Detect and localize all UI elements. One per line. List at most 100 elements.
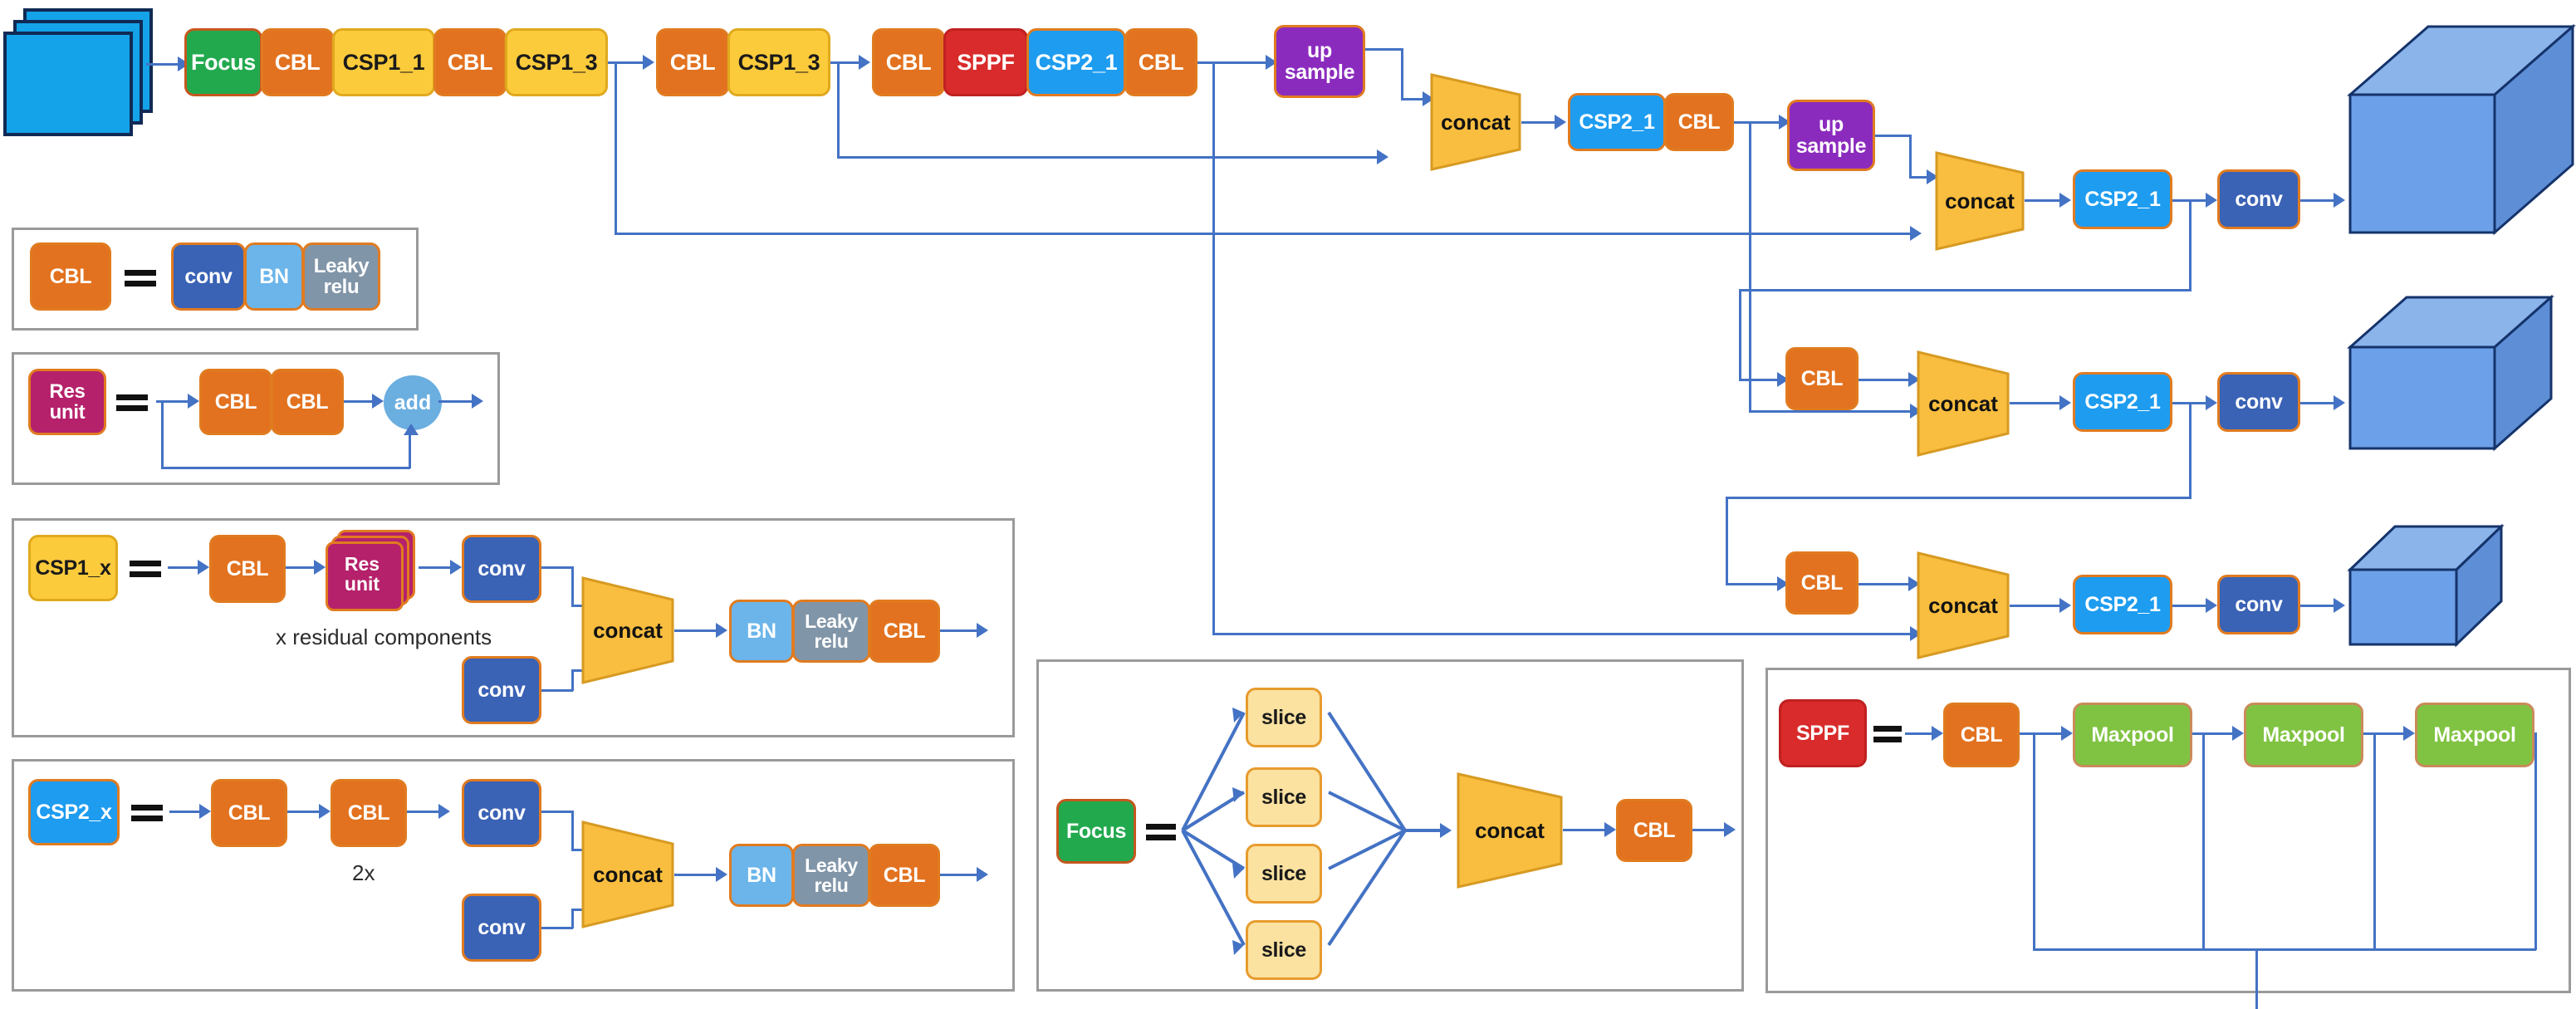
neck-csp2-1-d[interactable]: CSP2_1 (2073, 575, 2172, 634)
arrowhead-convc-to-output2 (2334, 395, 2345, 410)
legend-csp1-conv-bottom[interactable]: conv (462, 656, 541, 724)
legend-focus-slice-2[interactable]: slice (1246, 767, 1322, 827)
arrowhead-sppf-in (1932, 726, 1943, 741)
neck-upsample-1[interactable]: up sample (1274, 25, 1365, 98)
line-cbl5-to-upsample1 (1197, 61, 1267, 64)
legend-csp1-key[interactable]: CSP1_x (28, 535, 118, 601)
line-sppf-bus (2033, 948, 2536, 951)
neck-cbl-d[interactable]: CBL (1785, 551, 1859, 615)
neck-conv-c[interactable]: conv (2217, 372, 2300, 432)
backbone-block-cbl-1[interactable]: CBL (261, 28, 334, 96)
legend-sppf-maxpool-2[interactable]: Maxpool (2244, 703, 2363, 767)
backbone-block-cbl-5[interactable]: CBL (1124, 28, 1197, 96)
line-upsample1-down (1401, 48, 1403, 100)
legend-csp1-concat[interactable]: concat (581, 576, 674, 684)
legend-csp2-concat[interactable]: concat (581, 820, 674, 928)
legend-csp2-cbl-2[interactable]: CBL (331, 779, 407, 847)
legend-csp2-cbl-1[interactable]: CBL (211, 779, 287, 847)
legend-csp1-leakyrelu[interactable]: Leaky relu (792, 600, 870, 663)
legend-sppf-key[interactable]: SPPF (1779, 699, 1867, 767)
arrowhead-res-in (188, 394, 199, 409)
line-csp1-convtop-down (571, 566, 574, 606)
legend-csp2-conv-bottom[interactable]: conv (462, 894, 541, 962)
neck-csp2-1-a[interactable]: CSP2_1 (1568, 93, 1666, 151)
legend-csp1-conv-top[interactable]: conv (462, 535, 541, 603)
detection-head-small (2347, 515, 2529, 664)
legend-cbl-item-leakyrelu[interactable]: Leaky relu (302, 242, 380, 311)
legend-sppf-cbl-in[interactable]: CBL (1943, 703, 2020, 767)
line-to-cbld (1726, 583, 1779, 585)
arrowhead-csp1-res-to-conv (450, 560, 462, 575)
legend-focus-cbl[interactable]: CBL (1616, 799, 1692, 862)
arrowhead-cspd-to-convd (2206, 598, 2217, 613)
neck-cbl-c[interactable]: CBL (1785, 347, 1859, 410)
line-csp1-convbot-up (571, 671, 574, 691)
line-csp1-out (940, 629, 978, 632)
arrowhead-csp1-3b-to-cbl4 (859, 55, 870, 70)
arrowhead-concat3-out (2059, 395, 2071, 410)
neck-cbl-a[interactable]: CBL (1664, 93, 1734, 151)
legend-csp1-cbl[interactable]: CBL (209, 535, 286, 603)
backbone-block-sppf[interactable]: SPPF (943, 28, 1028, 96)
arrowhead-cblc-to-concat3 (1908, 372, 1920, 387)
line-concat2-out (2025, 199, 2061, 202)
neck-concat-3[interactable]: concat (1917, 350, 2010, 457)
neck-concat-2[interactable]: concat (1935, 151, 2025, 251)
legend-csp2-conv-top[interactable]: conv (462, 779, 541, 847)
legend-res-cbl-1[interactable]: CBL (199, 369, 272, 435)
line-p4-branch-right (837, 156, 1379, 159)
backbone-block-csp1-3-a[interactable]: CSP1_3 (505, 28, 608, 96)
backbone-block-focus[interactable]: Focus (184, 28, 262, 96)
backbone-block-cbl-2[interactable]: CBL (433, 28, 507, 96)
backbone-block-cbl-3[interactable]: CBL (656, 28, 729, 96)
line-cbla-to-upsample2 (1734, 121, 1780, 124)
line-convd-to-output3 (2300, 605, 2335, 607)
arrowhead-csp2-cbl1-to-cbl2 (319, 804, 331, 819)
arrowhead-convd-to-output3 (2334, 598, 2345, 613)
legend-csp2-bn[interactable]: BN (729, 844, 794, 907)
legend-focus-key[interactable]: Focus (1056, 799, 1136, 864)
legend-csp1-res-unit-stack[interactable]: Res unit (326, 530, 419, 611)
line-csp2-convbot-right (541, 927, 573, 929)
neck-conv-d[interactable]: conv (2217, 575, 2300, 634)
line-csp2-in (169, 811, 201, 813)
legend-cbl-item-bn[interactable]: BN (244, 242, 304, 311)
legend-csp2-cbl-out[interactable]: CBL (869, 844, 940, 907)
legend-cbl-item-conv[interactable]: conv (171, 242, 246, 311)
line-cspc-down-left (1726, 497, 2192, 499)
legend-cbl-equals (125, 267, 156, 289)
backbone-block-csp1-1[interactable]: CSP1_1 (332, 28, 435, 96)
legend-sppf-maxpool-3[interactable]: Maxpool (2415, 703, 2534, 767)
legend-focus-slice-4[interactable]: slice (1246, 920, 1322, 980)
line-upsample2-down (1909, 135, 1912, 178)
legend-res-key[interactable]: Res unit (28, 369, 106, 435)
line-res-in (156, 400, 189, 403)
legend-focus-slice-1[interactable]: slice (1246, 688, 1322, 747)
legend-csp2-key[interactable]: CSP2_x (28, 779, 120, 845)
arrowhead-p3-to-concat2 (1910, 226, 1922, 241)
line-cspd-to-convd (2172, 605, 2207, 607)
backbone-block-csp1-3-b[interactable]: CSP1_3 (727, 28, 830, 96)
legend-res-add-node[interactable]: add (384, 375, 442, 430)
line-cblc-to-concat3 (1859, 379, 1910, 381)
legend-cbl-key[interactable]: CBL (30, 242, 111, 311)
legend-focus-concat[interactable]: concat (1457, 772, 1563, 889)
neck-conv-b[interactable]: conv (2217, 169, 2300, 229)
neck-csp2-1-c[interactable]: CSP2_1 (2073, 372, 2172, 432)
legend-csp2-leakyrelu[interactable]: Leaky relu (792, 844, 870, 907)
neck-csp2-1-b[interactable]: CSP2_1 (2073, 169, 2172, 229)
line-convb-to-output1 (2300, 199, 2335, 202)
legend-focus-slice-3[interactable]: slice (1246, 844, 1322, 904)
backbone-block-csp2-1[interactable]: CSP2_1 (1026, 28, 1126, 96)
neck-upsample-2[interactable]: up sample (1787, 100, 1875, 171)
backbone-block-cbl-4[interactable]: CBL (872, 28, 945, 96)
line-concat3-out (2010, 402, 2061, 404)
legend-csp1-bn[interactable]: BN (729, 600, 794, 663)
neck-concat-4[interactable]: concat (1917, 551, 2010, 659)
legend-sppf-maxpool-1[interactable]: Maxpool (2073, 703, 2192, 767)
line-cbl5-deep-down (1212, 61, 1215, 634)
neck-concat-1[interactable]: concat (1430, 73, 1521, 171)
line-res-skip-right (161, 467, 410, 469)
legend-csp1-cbl-out[interactable]: CBL (869, 600, 940, 663)
legend-res-cbl-2[interactable]: CBL (271, 369, 344, 435)
